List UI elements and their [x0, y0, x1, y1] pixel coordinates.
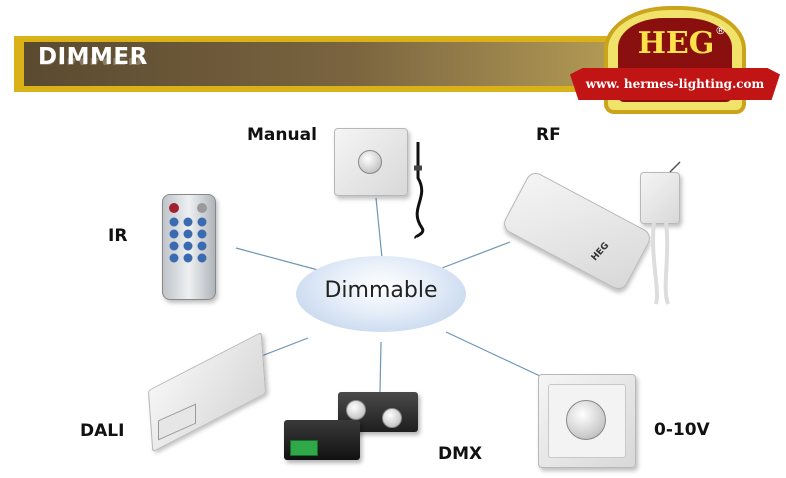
label-manual: Manual	[247, 125, 317, 145]
label-0-10v: 0-10V	[654, 420, 710, 440]
ir-remote-buttons	[169, 203, 207, 263]
center-ellipse	[296, 256, 466, 332]
manual-dimmer-knob	[358, 150, 382, 174]
page-title: DIMMER	[38, 44, 148, 70]
rf-receiver	[640, 172, 680, 224]
connector-ir	[235, 247, 319, 271]
logo-registered-mark: ®	[715, 24, 726, 37]
label-dali: DALI	[80, 421, 125, 441]
label-rf: RF	[536, 125, 561, 145]
dmx-green-terminal	[290, 440, 318, 456]
v010-dimmer-knob	[566, 400, 606, 440]
rf-receiver-cables	[651, 161, 681, 305]
center-label: Dimmable	[324, 278, 438, 303]
connector-dmx	[379, 341, 382, 393]
header-banner	[24, 42, 614, 86]
dmx-xlr-connector-1	[346, 400, 366, 420]
label-ir: IR	[108, 226, 128, 246]
connector-010v	[445, 331, 541, 377]
logo-brand: HEG	[637, 26, 715, 61]
label-dmx: DMX	[438, 444, 483, 464]
dmx-xlr-connector-2	[382, 408, 402, 428]
manual-dimmer-cable	[414, 142, 425, 240]
logo-ribbon	[570, 68, 780, 100]
connector-manual	[375, 197, 383, 259]
connector-rf	[441, 241, 511, 269]
logo-url: www. hermes-lighting.com	[585, 77, 765, 91]
